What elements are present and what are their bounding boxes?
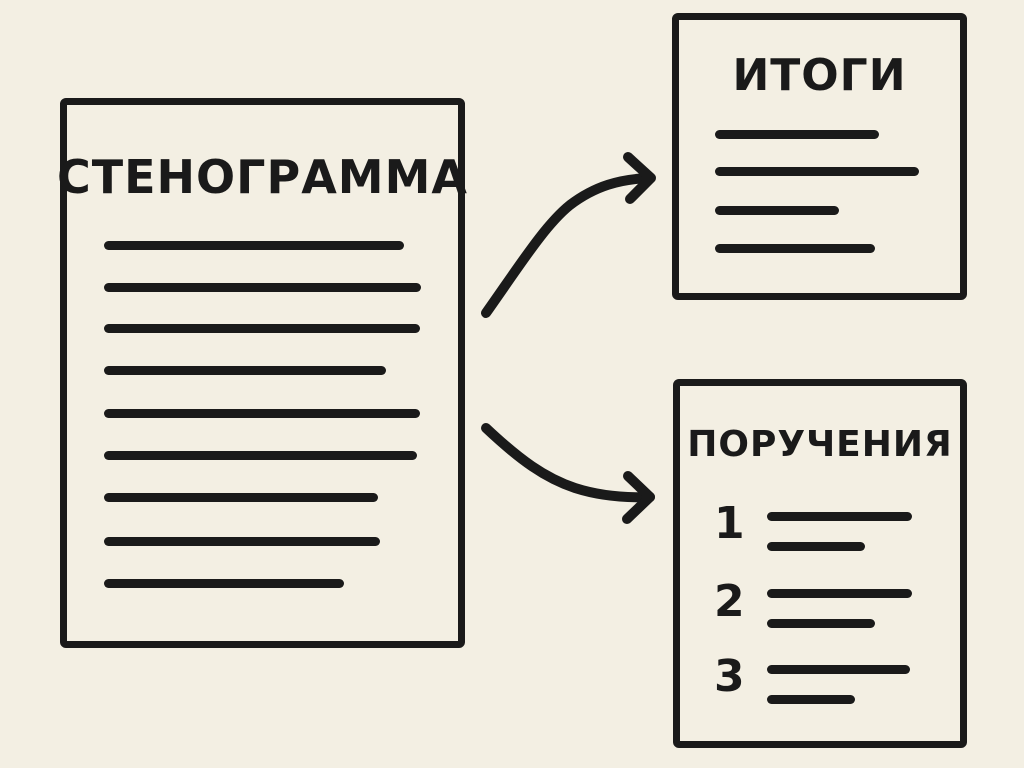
text-line	[104, 493, 378, 502]
text-line	[104, 537, 380, 546]
text-line	[715, 244, 875, 253]
text-line	[104, 283, 421, 292]
summary-document: ИТОГИ	[672, 13, 967, 300]
text-line	[767, 512, 912, 521]
text-line	[715, 167, 919, 176]
transcript-document: СТЕНОГРАММА	[57, 98, 468, 648]
text-line	[715, 206, 839, 215]
transcript-title: СТЕНОГРАММА	[57, 150, 468, 204]
text-line	[104, 409, 420, 418]
text-line	[767, 542, 865, 551]
text-line	[767, 589, 912, 598]
text-line	[767, 695, 855, 704]
item-number: 1	[714, 498, 745, 549]
item-number: 3	[714, 651, 745, 702]
action-items-title: ПОРУЧЕНИЯ	[687, 424, 953, 465]
action-items-document: ПОРУЧЕНИЯ 1 2 3	[673, 379, 967, 748]
text-line	[767, 619, 875, 628]
text-line	[104, 451, 417, 460]
arrow-to-summary-icon	[481, 152, 656, 318]
item-number: 2	[714, 576, 745, 627]
text-line	[104, 241, 404, 250]
arrow-to-action-items-icon	[481, 423, 655, 524]
summary-title: ИТОГИ	[732, 50, 907, 101]
text-line	[715, 130, 879, 139]
text-line	[104, 324, 420, 333]
text-line	[104, 366, 386, 375]
text-line	[767, 665, 910, 674]
text-line	[104, 579, 344, 588]
